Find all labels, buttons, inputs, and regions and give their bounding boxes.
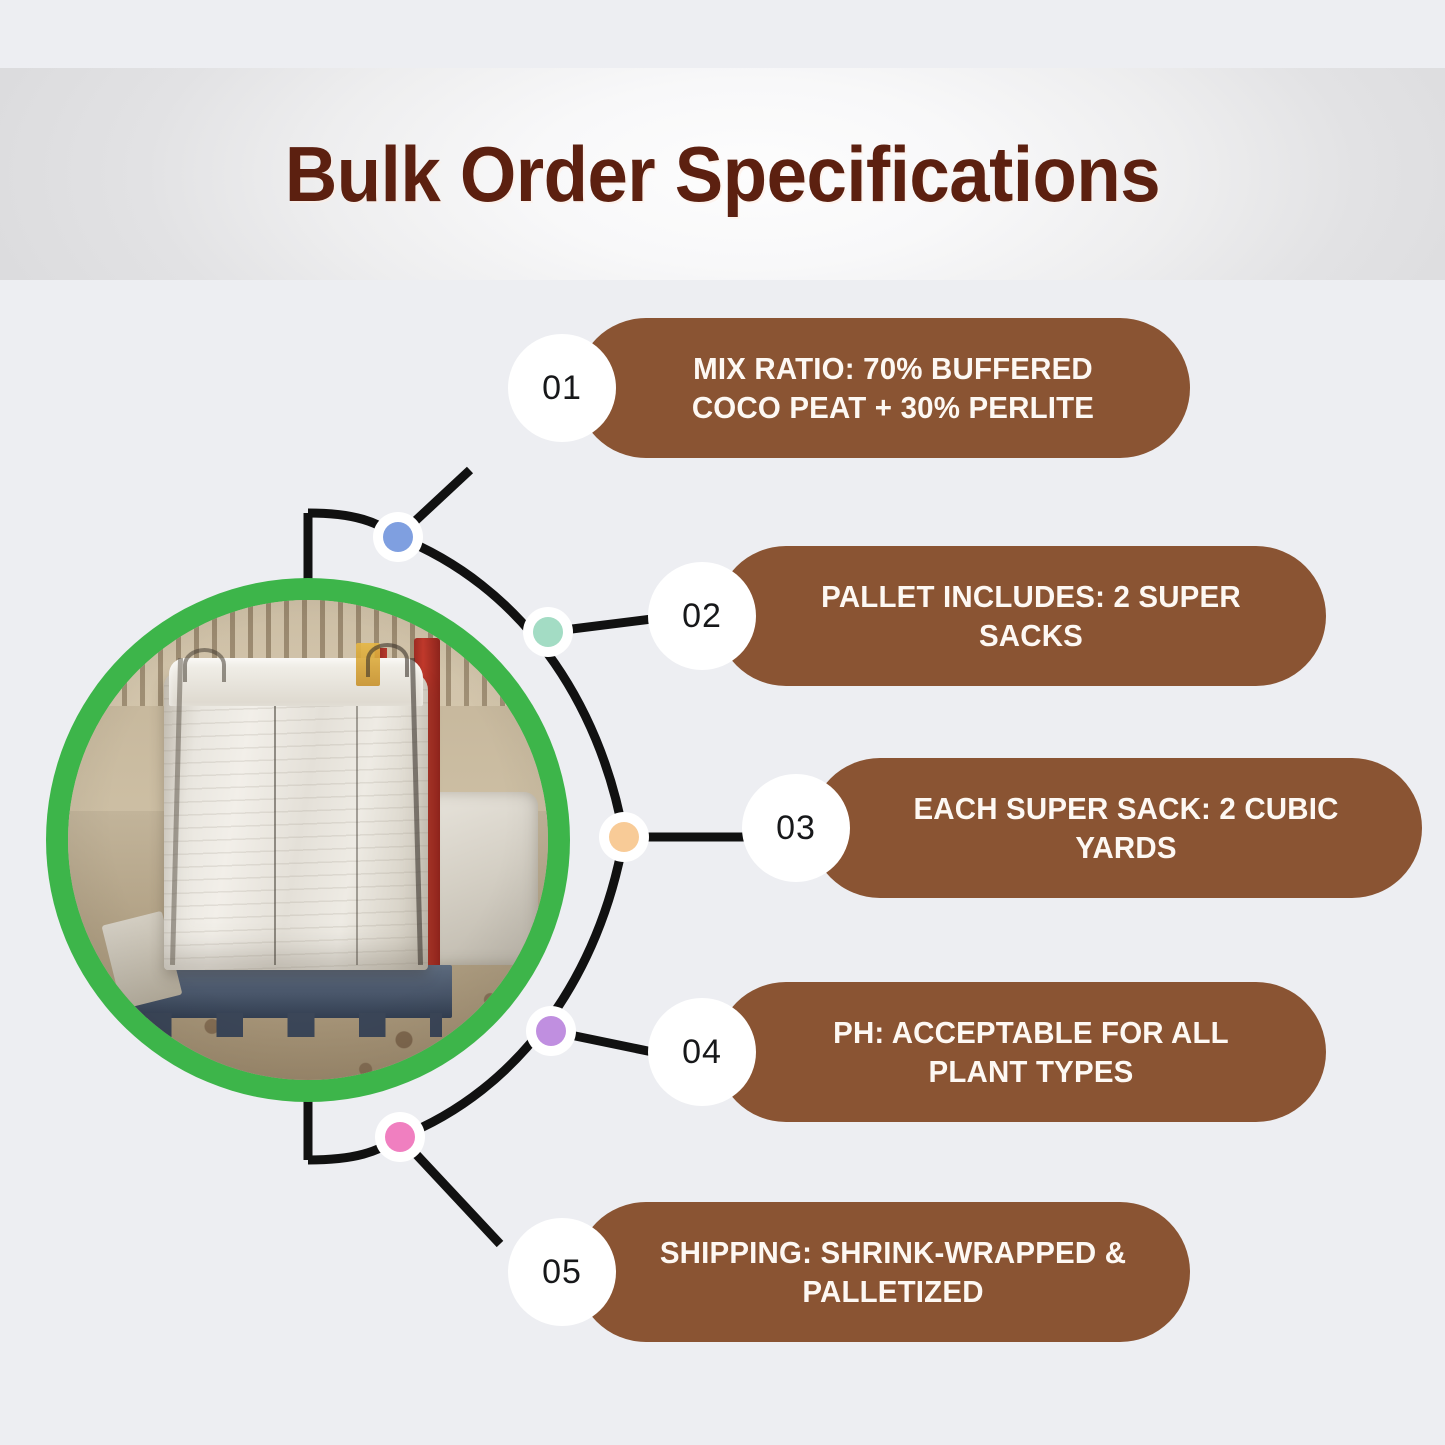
- spec-item-03: 03 EACH SUPER SACK: 2 CUBIC YARDS: [742, 758, 1422, 898]
- step-number-badge-03: 03: [742, 774, 850, 882]
- arc-dot-5: [385, 1122, 415, 1152]
- spec-text-01: MIX RATIO: 70% BUFFERED COCO PEAT + 30% …: [691, 350, 1095, 425]
- photo-lift-loop-right: [365, 643, 409, 677]
- dot-halo-5: [375, 1112, 425, 1162]
- photo-blue-pallet: [135, 964, 452, 1018]
- spoke-5: [396, 1133, 504, 1248]
- photo-lift-loop-left: [183, 648, 227, 682]
- spec-pill-02: PALLET INCLUDES: 2 SUPER SACKS: [716, 546, 1326, 686]
- step-number-badge-01: 01: [508, 334, 616, 442]
- bracket-bottom-arm: [307, 1133, 403, 1165]
- photo-circle-frame: [46, 578, 570, 1102]
- bracket-top-arm: [307, 508, 401, 541]
- spec-text-04: PH: ACCEPTABLE FOR ALL PLANT TYPES: [833, 1014, 1229, 1089]
- page-title: Bulk Order Specifications: [284, 129, 1161, 218]
- arc-dot-3: [609, 822, 639, 852]
- photo-vignette: [68, 600, 548, 1080]
- arc-dot-1: [383, 522, 413, 552]
- step-number-badge-02: 02: [648, 562, 756, 670]
- super-sack-photo: [68, 600, 548, 1080]
- spec-pill-01: MIX RATIO: 70% BUFFERED COCO PEAT + 30% …: [576, 318, 1190, 458]
- spoke-1: [394, 466, 474, 541]
- spec-pill-04: PH: ACCEPTABLE FOR ALL PLANT TYPES: [716, 982, 1326, 1122]
- spec-pill-03: EACH SUPER SACK: 2 CUBIC YARDS: [810, 758, 1422, 898]
- step-number-badge-04: 04: [648, 998, 756, 1106]
- photo-pallet-feet: [144, 1012, 443, 1037]
- header-banner: Bulk Order Specifications: [0, 68, 1445, 280]
- photo-sack-seam-right: [356, 676, 358, 965]
- spec-text-03: EACH SUPER SACK: 2 CUBIC YARDS: [913, 790, 1339, 865]
- photo-super-sack-wrinkles: [164, 672, 428, 970]
- spec-item-05: 05 SHIPPING: SHRINK-WRAPPED & PALLETIZED: [508, 1202, 1190, 1342]
- spec-item-04: 04 PH: ACCEPTABLE FOR ALL PLANT TYPES: [648, 982, 1326, 1122]
- step-number-badge-05: 05: [508, 1218, 616, 1326]
- photo-super-sack-body: [164, 672, 428, 970]
- dot-halo-3: [599, 812, 649, 862]
- spoke-2: [547, 613, 661, 637]
- spec-item-02: 02 PALLET INCLUDES: 2 SUPER SACKS: [648, 546, 1326, 686]
- dot-halo-1: [373, 512, 423, 562]
- spec-item-01: 01 MIX RATIO: 70% BUFFERED COCO PEAT + 3…: [508, 318, 1190, 458]
- photo-sack-seam-left: [274, 676, 277, 965]
- spec-text-02: PALLET INCLUDES: 2 SUPER SACKS: [821, 578, 1241, 653]
- spec-text-05: SHIPPING: SHRINK-WRAPPED & PALLETIZED: [659, 1234, 1127, 1309]
- spec-pill-05: SHIPPING: SHRINK-WRAPPED & PALLETIZED: [576, 1202, 1190, 1342]
